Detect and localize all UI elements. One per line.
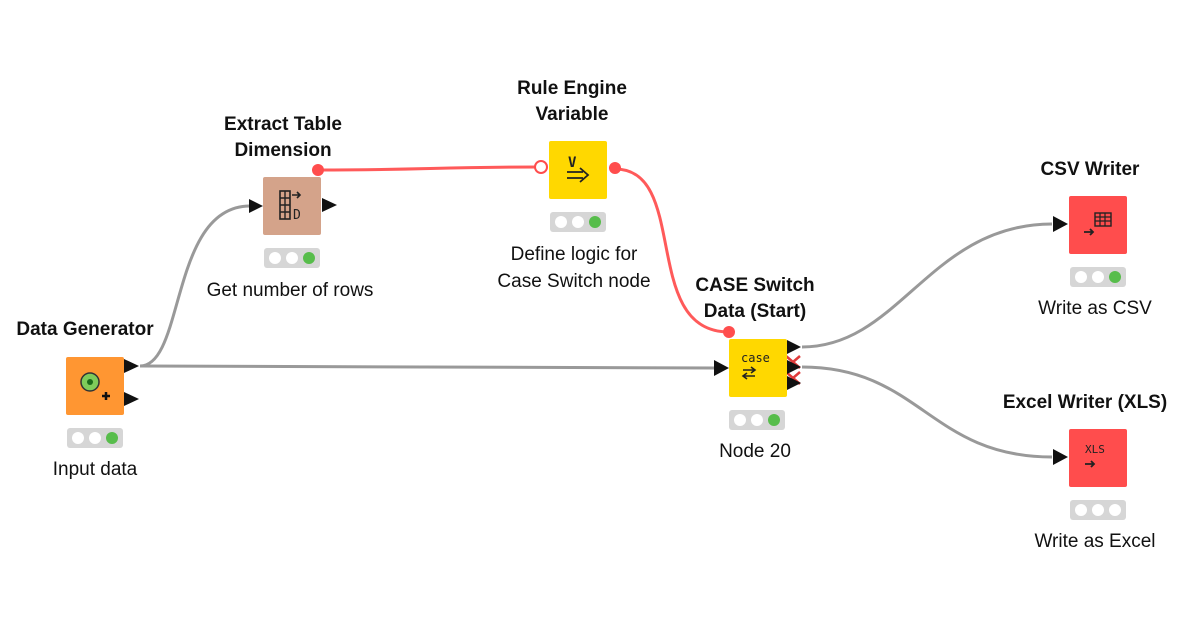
status-green-lamp bbox=[589, 216, 601, 228]
table-dimension-icon: D bbox=[263, 177, 321, 235]
caseswitch-out-port-1[interactable] bbox=[787, 340, 801, 354]
node-description: Node 20 bbox=[719, 441, 791, 462]
excel-in-port[interactable] bbox=[1053, 449, 1068, 465]
csv-table-icon bbox=[1069, 196, 1127, 254]
connection-datagen-to-extract[interactable] bbox=[139, 204, 251, 368]
datagen-out-port-1[interactable] bbox=[124, 359, 139, 373]
node-title-line1: Rule Engine bbox=[517, 78, 627, 99]
variable-rule-icon: V bbox=[549, 141, 607, 199]
variable-glyph-text: V bbox=[568, 155, 577, 171]
status-green-lamp bbox=[1109, 271, 1121, 283]
connection-caseswitch-to-csv[interactable] bbox=[801, 222, 1053, 349]
node-title: CSV Writer bbox=[1040, 159, 1140, 180]
connection-caseswitch-to-excel[interactable] bbox=[801, 365, 1053, 459]
rule-engine-variable-node[interactable]: V bbox=[549, 141, 607, 199]
node-title-line2: Data (Start) bbox=[703, 301, 807, 322]
caseswitch-out-port-2[interactable] bbox=[787, 360, 801, 374]
node-description: Write as CSV bbox=[1038, 298, 1152, 319]
case-switch-node[interactable]: case bbox=[729, 339, 787, 397]
data-generator-node[interactable] bbox=[66, 357, 124, 415]
node-status-indicator bbox=[1070, 500, 1126, 520]
node-title-line1: Extract Table bbox=[224, 114, 342, 135]
excel-writer-node[interactable]: XLS bbox=[1069, 429, 1127, 487]
extract-in-port[interactable] bbox=[249, 199, 263, 213]
status-green-lamp bbox=[106, 432, 118, 444]
node-description: Get number of rows bbox=[206, 280, 374, 301]
status-green-lamp bbox=[768, 414, 780, 426]
status-idle-lamp bbox=[1109, 504, 1121, 516]
node-title: Excel Writer (XLS) bbox=[1002, 392, 1168, 413]
connection-ruleengine-to-caseswitch[interactable] bbox=[614, 167, 730, 334]
node-title-line2: Dimension bbox=[234, 140, 332, 161]
node-status-indicator bbox=[729, 410, 785, 430]
node-description: Write as Excel bbox=[1034, 531, 1156, 552]
node-status-indicator bbox=[264, 248, 320, 268]
caseswitch-in-port[interactable] bbox=[714, 360, 729, 376]
datagen-out-port-2[interactable] bbox=[124, 392, 139, 406]
case-switch-icon: case bbox=[729, 339, 787, 397]
node-status-indicator bbox=[67, 428, 123, 448]
data-generator-icon bbox=[66, 357, 124, 415]
node-status-indicator bbox=[1070, 267, 1126, 287]
node-description-line2: Case Switch node bbox=[497, 271, 651, 292]
svg-text:D: D bbox=[293, 208, 301, 223]
extract-table-dimension-node[interactable]: D bbox=[263, 177, 321, 235]
connection-datagen-to-caseswitch[interactable] bbox=[139, 364, 717, 370]
ruleengine-var-out-port[interactable] bbox=[609, 162, 621, 174]
xls-file-icon: XLS bbox=[1069, 429, 1127, 487]
csv-writer-node[interactable] bbox=[1069, 196, 1127, 254]
node-description-line1: Define logic for bbox=[510, 244, 638, 265]
node-description: Input data bbox=[52, 459, 138, 480]
xls-glyph-text: XLS bbox=[1085, 443, 1105, 456]
csv-in-port[interactable] bbox=[1053, 216, 1068, 232]
node-title: Data Generator bbox=[16, 319, 154, 340]
extract-out-port[interactable] bbox=[322, 198, 337, 212]
extract-var-out-port[interactable] bbox=[312, 164, 324, 176]
connection-extract-to-ruleengine[interactable] bbox=[317, 165, 542, 172]
case-glyph-text: case bbox=[741, 351, 770, 365]
ruleengine-var-in-port[interactable] bbox=[534, 160, 548, 174]
status-green-lamp bbox=[303, 252, 315, 264]
node-title-line1: CASE Switch bbox=[695, 275, 815, 296]
node-title-line2: Variable bbox=[535, 104, 609, 125]
node-status-indicator bbox=[550, 212, 606, 232]
caseswitch-var-in-port[interactable] bbox=[723, 326, 735, 338]
caseswitch-out-port-3[interactable] bbox=[787, 376, 801, 390]
